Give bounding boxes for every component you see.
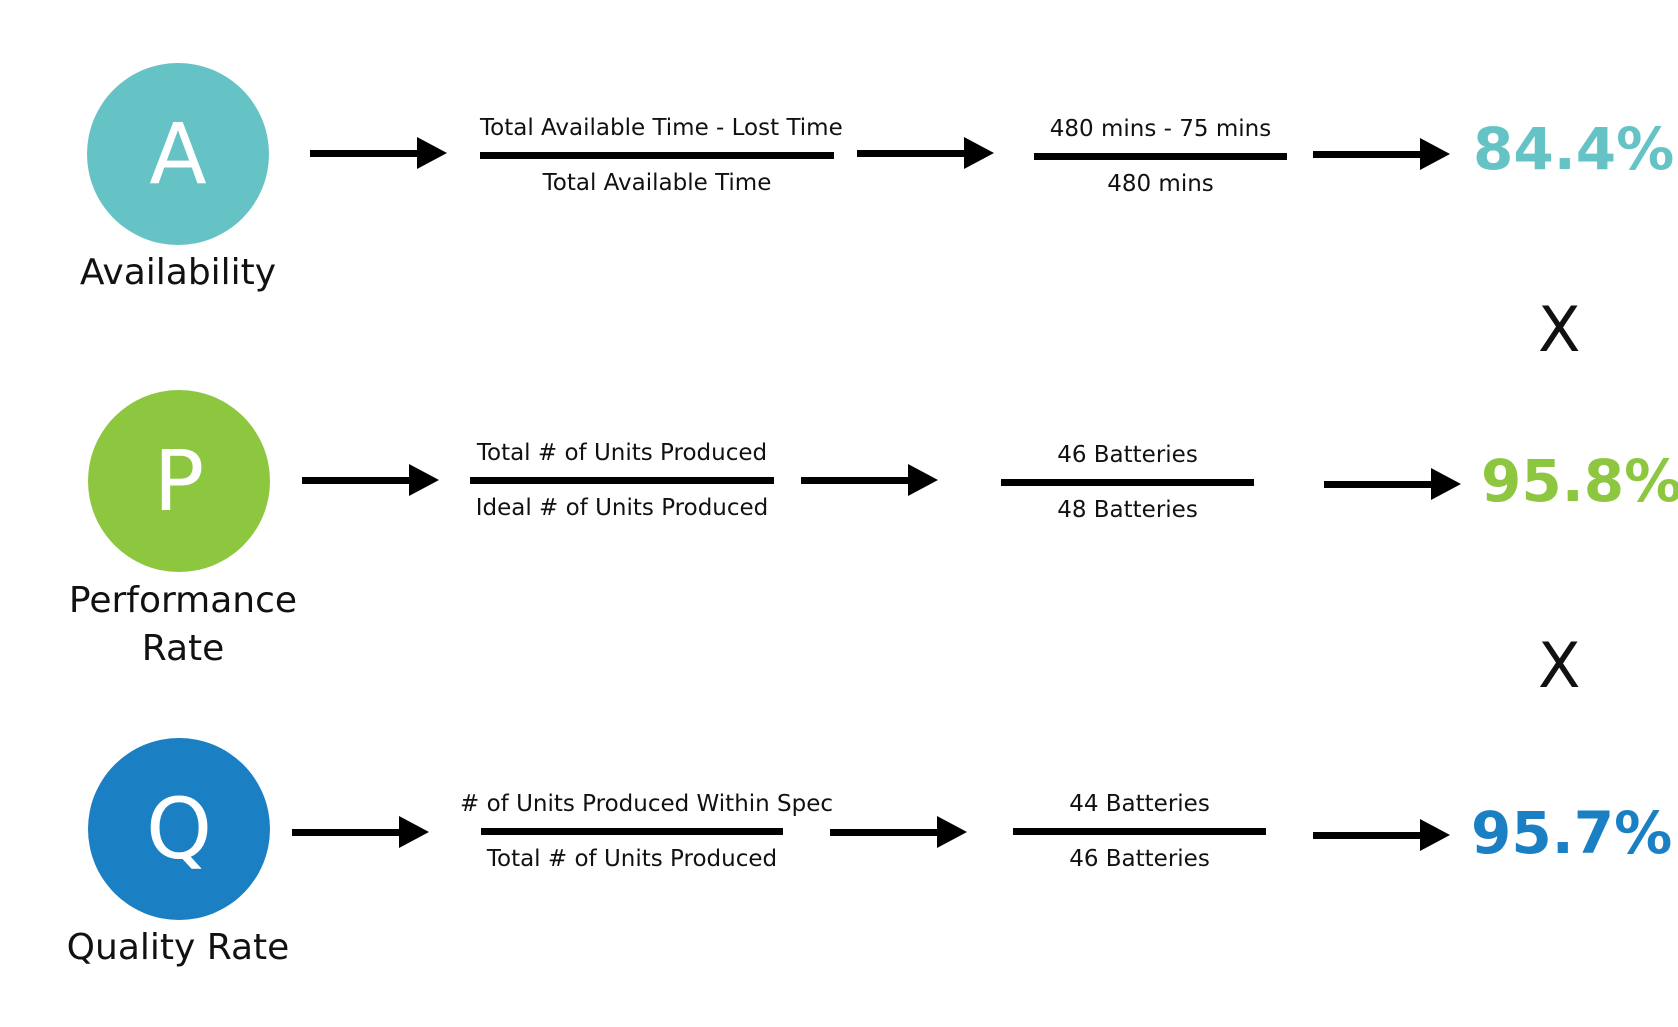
arrow-right-icon: [1313, 138, 1450, 170]
availability-values-numerator: 480 mins - 75 mins: [1049, 116, 1272, 142]
fraction-bar: [1034, 153, 1287, 160]
performance-formula-denominator: Ideal # of Units Produced: [475, 495, 769, 521]
quality-values: 44 Batteries 46 Batteries: [1013, 789, 1266, 874]
performance-values-denominator: 48 Batteries: [1057, 497, 1198, 523]
quality-values-numerator: 44 Batteries: [1069, 791, 1210, 817]
quality-label: Quality Rate: [66, 927, 290, 968]
performance-formula: Total # of Units Produced Ideal # of Uni…: [470, 438, 774, 523]
fraction-bar: [480, 152, 834, 159]
multiply-operator: X: [1538, 293, 1581, 366]
availability-formula: Total Available Time - Lost Time Total A…: [480, 113, 843, 198]
quality-values-denominator: 46 Batteries: [1069, 846, 1210, 872]
availability-result: 84.4%: [1473, 115, 1675, 183]
quality-formula: # of Units Produced Within Spec Total # …: [460, 789, 834, 874]
arrow-right-icon: [857, 137, 994, 169]
arrow-right-icon: [292, 816, 429, 848]
availability-formula-numerator: Total Available Time - Lost Time: [480, 115, 843, 141]
quality-formula-denominator: Total # of Units Produced: [486, 846, 778, 872]
quality-formula-numerator: # of Units Produced Within Spec: [460, 791, 834, 817]
availability-label: Availability: [79, 252, 277, 293]
availability-values: 480 mins - 75 mins 480 mins: [1034, 114, 1287, 199]
availability-letter: A: [149, 105, 207, 203]
arrow-right-icon: [302, 464, 439, 496]
quality-result: 95.7%: [1471, 799, 1673, 867]
arrow-right-icon: [1313, 819, 1450, 851]
arrow-right-icon: [310, 137, 447, 169]
performance-values: 46 Batteries 48 Batteries: [1001, 440, 1254, 525]
fraction-bar: [470, 477, 774, 484]
availability-formula-denominator: Total Available Time: [542, 170, 772, 196]
performance-letter: P: [153, 432, 205, 530]
performance-formula-numerator: Total # of Units Produced: [476, 440, 768, 466]
arrow-right-icon: [1324, 468, 1461, 500]
performance-result: 95.8%: [1481, 447, 1678, 515]
availability-circle: A: [87, 63, 269, 245]
performance-values-numerator: 46 Batteries: [1057, 442, 1198, 468]
performance-circle: P: [88, 390, 270, 572]
multiply-operator: X: [1538, 629, 1581, 702]
arrow-right-icon: [801, 464, 938, 496]
quality-letter: Q: [145, 780, 213, 878]
performance-label: Performance Rate: [68, 580, 298, 669]
fraction-bar: [481, 828, 783, 835]
availability-values-denominator: 480 mins: [1107, 171, 1214, 197]
quality-circle: Q: [88, 738, 270, 920]
fraction-bar: [1013, 828, 1266, 835]
arrow-right-icon: [830, 816, 967, 848]
fraction-bar: [1001, 479, 1254, 486]
